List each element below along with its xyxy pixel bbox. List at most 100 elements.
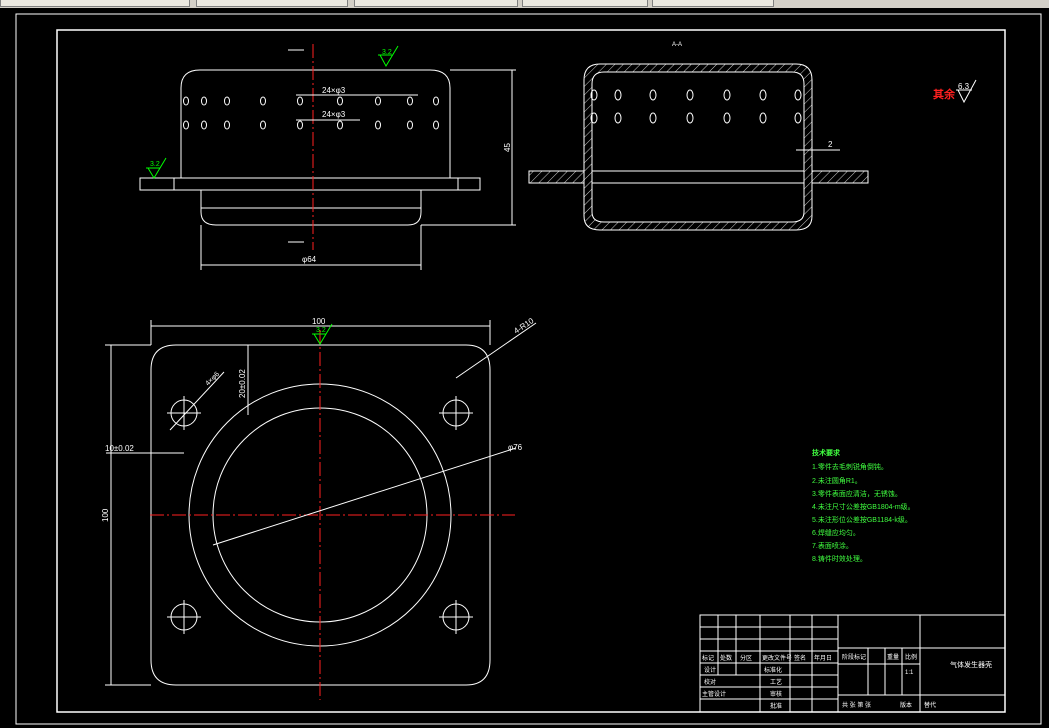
roughness-symbol-top [378, 45, 399, 68]
tab-5[interactable] [652, 0, 774, 7]
tab-1[interactable] [0, 0, 190, 7]
tech-note-item: 7.表面喷涂。 [812, 541, 853, 550]
tb-zone-label: 分区 [740, 654, 752, 662]
tb-process-label: 工艺 [770, 678, 782, 686]
tech-note-item: 3.零件表面应清洁，无锈蚀。 [812, 489, 902, 498]
title-block [699, 614, 1006, 713]
window-tab-bar [0, 0, 1049, 8]
tb-stage-label: 阶段标记 [842, 653, 866, 661]
plan-bolt-holes [167, 396, 473, 634]
section-hole-icon [686, 112, 694, 124]
front-hole-icon [260, 96, 266, 106]
bolt-hole-icon [439, 396, 473, 430]
section-hole-icon [590, 89, 598, 101]
tech-note-item: 5.未注形位公差按GB1184-k级。 [812, 515, 912, 524]
front-hole-icon [201, 96, 207, 106]
tech-note-item: 2.未注圆角R1。 [812, 476, 862, 485]
front-view-body [180, 69, 451, 178]
tb-weight-label: 重量 [887, 653, 899, 661]
tb-replace-label: 替代 [924, 701, 936, 709]
tb-date-label: 年月日 [814, 654, 832, 662]
section-view-holes [590, 89, 802, 124]
tb-change-label: 更改文件号 [762, 654, 792, 662]
section-hole-icon [590, 112, 598, 124]
front-hole-icon [375, 96, 381, 106]
roughness-plan-value: 3.2 [316, 327, 326, 334]
section-hole-icon [614, 112, 622, 124]
diameter-dim-label: φ64 [302, 255, 317, 264]
cad-drawing-canvas[interactable]: 24×φ3 24×φ3 45 φ64 3.2 3.2 2 A-A 其余 6.3 [0, 8, 1049, 728]
section-flange-right [811, 170, 869, 184]
tech-note-item: 8.铸件时效处理。 [812, 554, 867, 563]
front-hole-icon [433, 96, 439, 106]
front-hole-icon [183, 120, 189, 130]
tech-notes: 技术要求 1.零件去毛刺锐角倒钝。 2.未注圆角R1。 3.零件表面应清洁，无锈… [812, 448, 915, 563]
tab-2[interactable] [196, 0, 348, 7]
roughness-symbol-plan [312, 323, 333, 345]
tech-note-item: 6.焊缝应均匀。 [812, 528, 860, 537]
height-left-dim-label: 100 [101, 508, 110, 522]
bore-leader [212, 447, 517, 546]
section-hole-icon [686, 89, 694, 101]
section-hole-icon [649, 89, 657, 101]
section-hole-icon [614, 89, 622, 101]
front-hole-icon [407, 96, 413, 106]
hole-dim-label-1: 24×φ3 [322, 86, 346, 95]
tb-count-label: 处数 [720, 654, 732, 662]
front-hole-icon [337, 120, 343, 130]
bolt-hole-icon [439, 600, 473, 634]
front-hole-icon [297, 120, 303, 130]
front-hole-icon [224, 120, 230, 130]
corner-leader [455, 322, 537, 379]
roughness-symbol-flange [146, 157, 167, 179]
section-wall-outer [583, 63, 813, 231]
section-flange-left [528, 170, 585, 184]
front-hole-icon [297, 96, 303, 106]
front-hole-icon [375, 120, 381, 130]
section-view [528, 63, 869, 231]
sheet-border-outer [15, 13, 1042, 725]
tab-3[interactable] [354, 0, 518, 7]
bolt-hole-dim-label: 4×φ6 [204, 371, 221, 388]
tech-notes-title: 技术要求 [812, 448, 841, 457]
bore-dim-label: φ76 [508, 443, 523, 452]
wall-thickness-label: 2 [828, 140, 833, 149]
hole-dim-label-2: 24×φ3 [322, 110, 346, 119]
tb-part-name: 气体发生器壳 [950, 660, 992, 669]
hole-spacing-h-label: 10±0.02 [105, 444, 134, 453]
tb-scale-label: 比例 [905, 653, 917, 661]
tb-sheets-label: 共 张 第 张 [842, 701, 871, 709]
tb-approve-label: 批准 [770, 702, 782, 710]
section-hole-icon [759, 89, 767, 101]
tab-4[interactable] [522, 0, 648, 7]
tb-check-label: 校对 [704, 678, 716, 686]
title-block-text: 标记 处数 分区 更改文件号 签名 年月日 设计 标准化 校对 工艺 主管设计 … [702, 653, 992, 710]
front-hole-icon [407, 120, 413, 130]
sheet-border-inner [56, 29, 1006, 713]
front-view-holes [183, 96, 439, 130]
front-hole-icon [260, 120, 266, 130]
section-hole-icon [794, 89, 802, 101]
roughness-rest-value: 6.3 [958, 82, 970, 91]
front-hole-icon [183, 96, 189, 106]
roughness-symbol-rest [956, 79, 977, 104]
section-mark-label: A-A [672, 42, 682, 48]
tb-mark-label: 标记 [702, 654, 714, 662]
section-hole-icon [649, 112, 657, 124]
tb-sign-label: 签名 [794, 654, 806, 662]
tech-note-item: 4.未注尺寸公差按GB1804-m级。 [812, 502, 915, 511]
bolt-hole-leader [169, 371, 225, 431]
section-hole-icon [723, 89, 731, 101]
tb-design-label: 设计 [704, 666, 716, 674]
section-hole-icon [759, 112, 767, 124]
front-hole-icon [201, 120, 207, 130]
tb-scale-value: 1:1 [905, 670, 914, 676]
hole-spacing-v-label: 20±0.02 [238, 369, 247, 398]
bolt-hole-icon [167, 600, 201, 634]
front-hole-icon [433, 120, 439, 130]
height-dim-label: 45 [503, 143, 512, 152]
tb-std-label: 标准化 [764, 666, 782, 674]
front-view-bottom [200, 190, 422, 226]
width-dim-label: 100 [312, 317, 326, 326]
front-view [139, 44, 516, 270]
